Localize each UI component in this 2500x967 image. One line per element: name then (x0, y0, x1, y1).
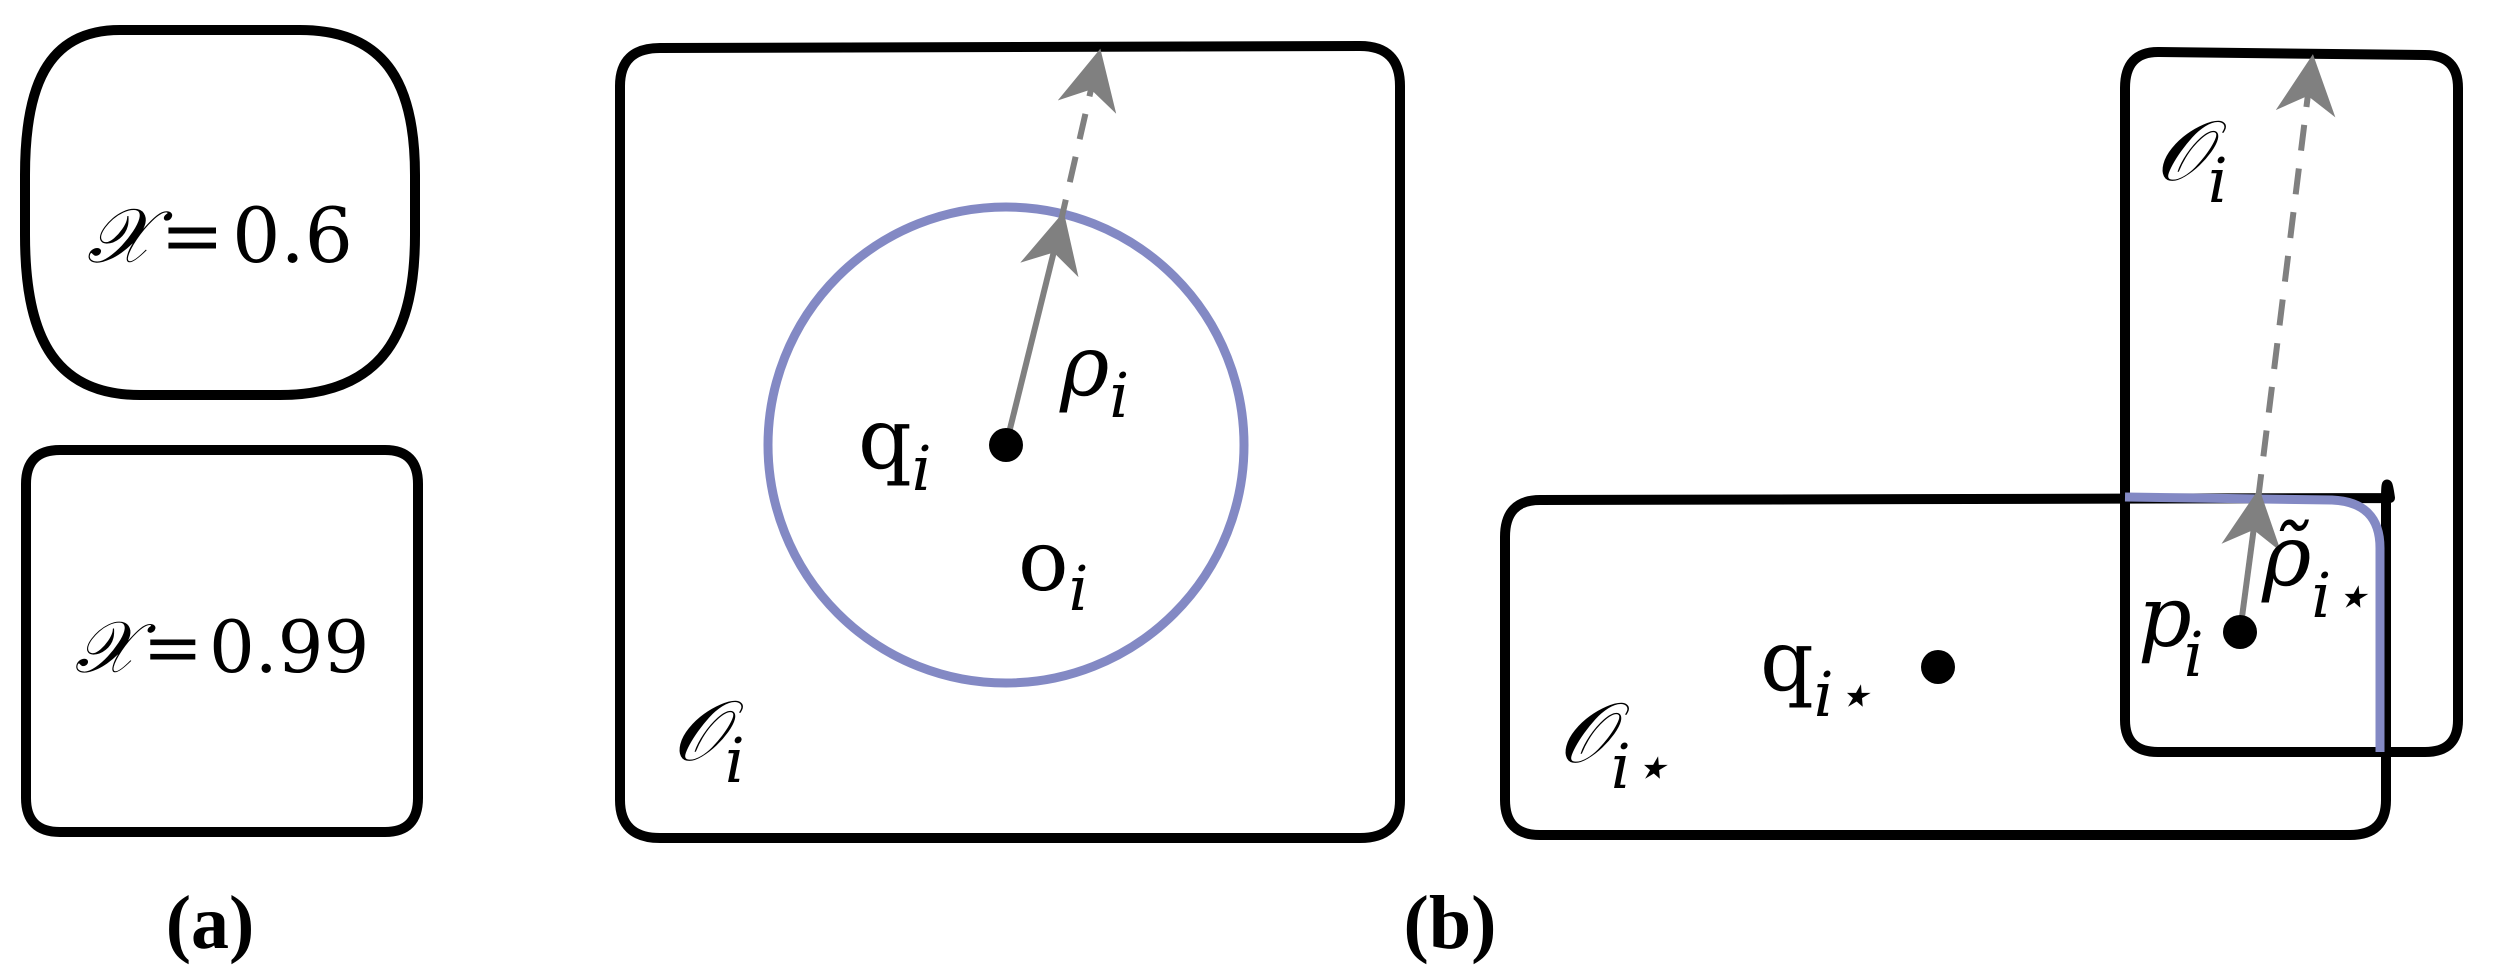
region-outline-lower (1500, 479, 2395, 840)
region-outline-upper (2120, 47, 2463, 757)
overlap-boundary (2124, 492, 2385, 752)
label-q-i-star: qi⋆ (1760, 612, 1872, 731)
caption-b: (b) (1404, 881, 1497, 965)
inner-circle (763, 202, 1249, 688)
panel-b-left: qi ρi oi 𝒪i (615, 41, 1405, 843)
label-region-o-i-upper: 𝒪i (2155, 102, 2228, 217)
label-p-i: pi (2138, 568, 2204, 691)
radius-arrow-solid-right (2221, 488, 2281, 633)
superellipse-shape-0-6 (20, 25, 420, 400)
label-q-i: qi (858, 390, 932, 505)
panel-b-right: 𝒪i pi ρ̃i⋆ qi⋆ 𝒪i⋆ (1500, 47, 2463, 840)
point-q-star (1921, 650, 1955, 684)
label-o-i: oi (1018, 512, 1088, 625)
point-p (2223, 615, 2257, 649)
label-region-o-i-star: 𝒪i⋆ (1558, 684, 1670, 803)
panel-a: 𝒳=0.6 𝒳=0.99 (a) (20, 25, 423, 965)
label-rho-tilde: ρ̃i⋆ (2261, 507, 2370, 632)
superellipse-shape-0-99 (21, 445, 423, 837)
caption-a: (a) (166, 881, 255, 965)
radius-arrow-dashed-right (2255, 54, 2336, 501)
kappa-label-0-99: 𝒳=0.99 (75, 605, 370, 689)
radius-arrow-solid (1003, 211, 1079, 446)
label-region-o-i-left: 𝒪i (672, 682, 745, 797)
center-point-q (989, 428, 1023, 462)
radius-arrow-dashed (1057, 48, 1117, 226)
kappa-label-0-6: 𝒳=0.6 (87, 191, 353, 280)
label-rho-i: ρi (1059, 317, 1129, 432)
region-outline-left (615, 41, 1405, 843)
